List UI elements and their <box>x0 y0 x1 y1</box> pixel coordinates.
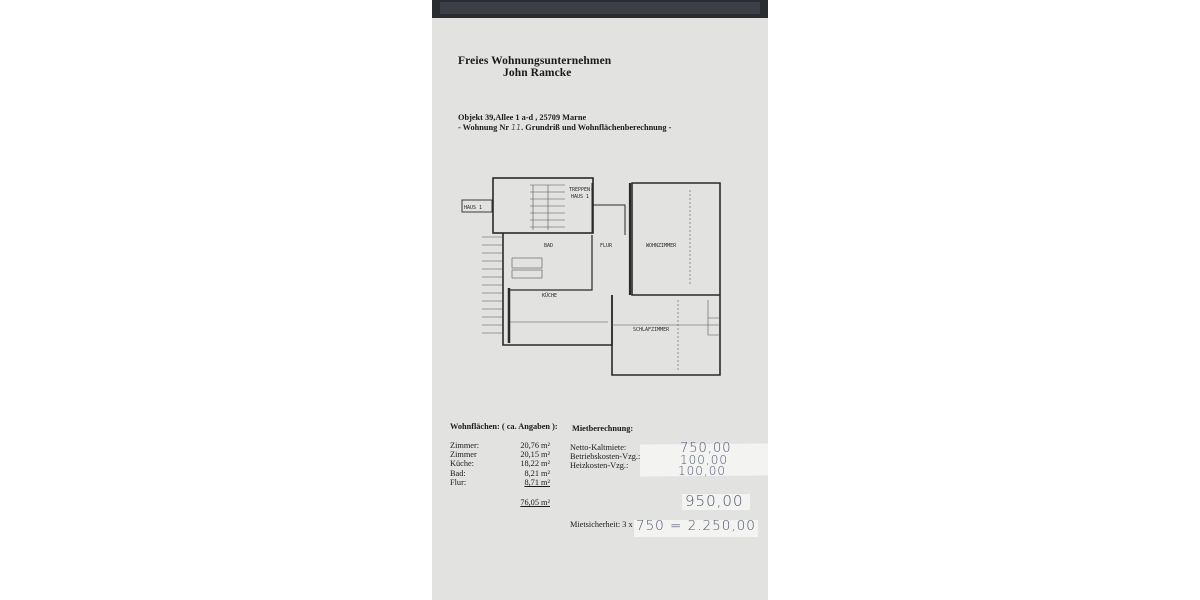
area-value: 8,21 m² <box>524 469 550 478</box>
area-room: Küche: <box>450 459 474 468</box>
rent-label: Betriebskosten-Vzg.: <box>570 452 641 461</box>
correction-tape <box>634 520 758 537</box>
document-page <box>432 0 768 600</box>
rent-label: Netto-Kaltmiete: <box>570 443 627 452</box>
correction-tape <box>682 494 750 510</box>
area-room: Flur: <box>450 478 467 487</box>
background-edge <box>440 2 760 14</box>
rent-total-handwritten: 950,00 <box>685 492 744 510</box>
subtitle-prefix: - Wohnung Nr <box>458 123 509 132</box>
company-name: Freies Wohnungsunternehmen <box>458 55 612 67</box>
rent-value-handwritten: 100,00 <box>678 464 726 478</box>
object-address: Objekt 39,Allee 1 a-d , 25709 Marne <box>458 113 587 122</box>
apartment-number: 11 <box>510 123 522 132</box>
subtitle-suffix: . Grundriß und Wohnflächenberechnung - <box>521 123 672 132</box>
area-total: 76,05 m² <box>520 498 550 507</box>
area-room: Bad: <box>450 469 466 478</box>
owner-name: John Ramcke <box>503 67 572 79</box>
rent-title: Mietberechnung: <box>572 424 634 433</box>
rent-value-handwritten: 100,00 <box>680 453 728 467</box>
area-value: 20,76 m² <box>520 441 550 450</box>
areas-title: Wohnflächen: ( ca. Angaben ): <box>450 422 558 431</box>
deposit-value-handwritten: 750 = 2.250,00 <box>636 518 756 534</box>
area-value: 18,22 m² <box>520 459 550 468</box>
document-subtitle: - Wohnung Nr 11. Grundriß und Wohnfläche… <box>458 123 671 132</box>
rent-label: Heizkosten-Vzg.: <box>570 461 629 470</box>
rent-value-handwritten: 750,00 <box>680 441 732 456</box>
area-room: Zimmer <box>450 450 477 459</box>
area-room: Zimmer: <box>450 441 480 450</box>
area-value: 8,71 m² <box>524 478 550 487</box>
area-value: 20,15 m² <box>520 450 550 459</box>
deposit-label: Mietsicherheit: 3 x <box>570 520 633 529</box>
